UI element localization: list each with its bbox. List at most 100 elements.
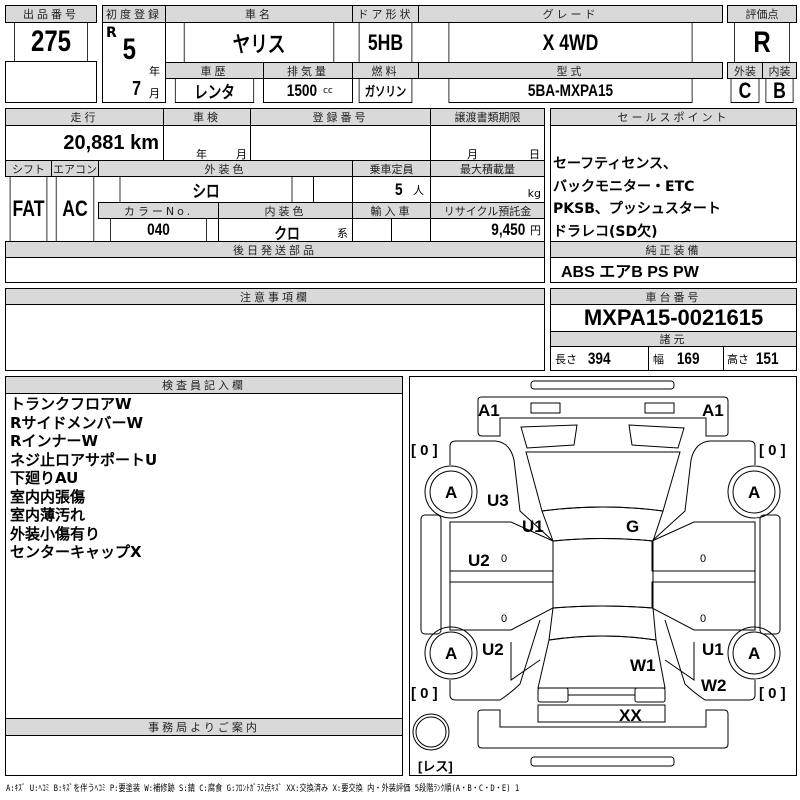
rear-fender-left: [449, 619, 541, 701]
recycle-value: 9,450: [491, 220, 526, 239]
rear-plate: [537, 704, 666, 723]
inspection-month-unit: 月: [236, 148, 247, 161]
sales-points-list: セーフティセンス、 バックモニター・ETC PKSB、プッシュスタート ドラレコ…: [553, 153, 721, 241]
wheel-fl-mark: A: [445, 483, 457, 502]
inspector-line: 室内内張傷: [10, 487, 86, 506]
damage-u3: U3: [487, 491, 509, 510]
legend: A:ｷｽﾞ U:ﾍｺﾐ B:ｷｽﾞを伴うﾍｺﾐ P:要塗装 W:補修跡 S:錆 …: [6, 784, 520, 794]
inspector-notes: トランクフロアW RサイドメンバーW RインナーW ネジ止ロアサポートU 下廻り…: [5, 393, 403, 719]
int-color-unit: 系: [337, 227, 348, 240]
windshield: [541, 506, 664, 542]
displacement-value: 1500: [286, 80, 318, 100]
equipment: ABS エアB PS PW: [550, 257, 797, 283]
era: R: [106, 25, 117, 41]
height-label: 高さ: [727, 352, 749, 366]
doors-left: [449, 521, 554, 631]
front-fender-right: [651, 440, 756, 542]
front-grille: [520, 424, 685, 449]
front-panel: [477, 396, 729, 437]
door-mark: 0: [700, 613, 706, 625]
sales-point: セーフティセンス、: [553, 156, 678, 172]
transfer-label: 譲渡書類期限: [430, 108, 545, 126]
height-value: 151: [755, 348, 779, 368]
taillight-left: [537, 687, 569, 703]
tire-rl: [ 0 ]: [411, 685, 438, 702]
spec-height: 高さ 151: [723, 346, 797, 371]
inspector-list: トランクフロアW RサイドメンバーW RインナーW ネジ止ロアサポートU 下廻り…: [10, 395, 157, 562]
damage-diagram: [409, 376, 797, 776]
inspector-line: 下廻りAU: [10, 469, 79, 487]
trunk: [537, 635, 666, 689]
inspector-line: トランクフロアW: [10, 395, 132, 413]
int-color-value: クロ: [274, 226, 300, 242]
tire-rr: [ 0 ]: [759, 685, 786, 702]
doors-right: [651, 521, 756, 631]
displacement-unit: cc: [322, 85, 333, 96]
damage-a1-left: A1: [478, 401, 500, 420]
reg-month: 7: [132, 78, 142, 100]
length-label: 長さ: [555, 352, 577, 366]
int-score: B: [765, 78, 794, 103]
inspection-year-unit: 年: [196, 148, 207, 161]
wheel-rl-mark: A: [445, 644, 457, 663]
taillight-right: [634, 687, 666, 703]
door-type: 5HB: [358, 22, 413, 63]
reg-year: 5: [122, 33, 137, 66]
recycle-label: リサイクル預託金: [430, 202, 545, 219]
door-mark: 0: [700, 553, 706, 565]
rear-bumper: [530, 756, 675, 767]
damage-w2: W2: [701, 676, 727, 695]
wheel-rl: [424, 626, 478, 680]
inspector-line: 外装小傷有り: [10, 524, 101, 543]
sales-points: セーフティセンス、 バックモニター・ETC PKSB、プッシュスタート ドラレコ…: [550, 125, 797, 242]
door-mark: 0: [501, 613, 507, 625]
wheel-rr-mark: A: [748, 644, 760, 663]
damage-w1: W1: [630, 656, 656, 675]
office-notes: [5, 735, 403, 776]
damage-a1-right: A1: [702, 401, 724, 420]
rear-panel: [477, 709, 729, 749]
hood: [525, 451, 681, 512]
inspector-line: ネジ止ロアサポートU: [10, 450, 158, 469]
transfer-day-unit: 日: [529, 148, 540, 161]
door-mark: 0: [501, 553, 507, 565]
damage-xx: XX: [619, 706, 642, 725]
ext-score: C: [730, 78, 760, 103]
score-label: 評価点: [727, 5, 797, 23]
headlight-right: [644, 402, 675, 414]
width-value: 169: [676, 348, 700, 368]
damage-u1-front: U1: [522, 517, 544, 536]
front-bumper: [530, 380, 675, 390]
model-code: 5BA-MXPA15: [448, 78, 693, 103]
front-fender-left: [449, 440, 554, 542]
recycle-unit: 円: [530, 224, 541, 237]
shift-label: シフト: [5, 160, 52, 177]
car-name: ヤリス: [183, 22, 335, 63]
rear-fender-right: [664, 619, 756, 701]
sales-point: ドラレコ(SD欠): [553, 223, 658, 240]
spare-label: [レス]: [418, 759, 453, 774]
tire-fl: [ 0 ]: [411, 442, 438, 459]
damage-u2-door: U2: [468, 551, 490, 570]
inspector-line: RサイドメンバーW: [10, 413, 144, 432]
damage-u2-rear: U2: [482, 640, 504, 659]
inspector-line: 室内薄汚れ: [10, 506, 86, 524]
sill-right: [759, 514, 781, 635]
inspector-line: センターキャップX: [10, 543, 142, 561]
displacement: 1500 cc: [263, 78, 353, 103]
sales-point: バックモニター・ETC: [553, 178, 695, 195]
spare-tire: [412, 713, 450, 751]
damage-u1-rear: U1: [702, 640, 724, 659]
month-unit: 月: [149, 87, 160, 100]
sales-point: PKSB、プッシュスタート: [553, 201, 721, 217]
capacity-value: 5: [394, 179, 403, 199]
rear-window: [548, 605, 657, 641]
capacity-unit: 人: [413, 183, 424, 197]
wheel-fl: [424, 465, 478, 519]
fuel: ガソリン: [358, 78, 413, 103]
history: レンタ: [174, 78, 255, 103]
transfer-month-unit: 月: [467, 148, 478, 161]
sill-left: [420, 514, 442, 635]
later-parts: [5, 257, 545, 283]
